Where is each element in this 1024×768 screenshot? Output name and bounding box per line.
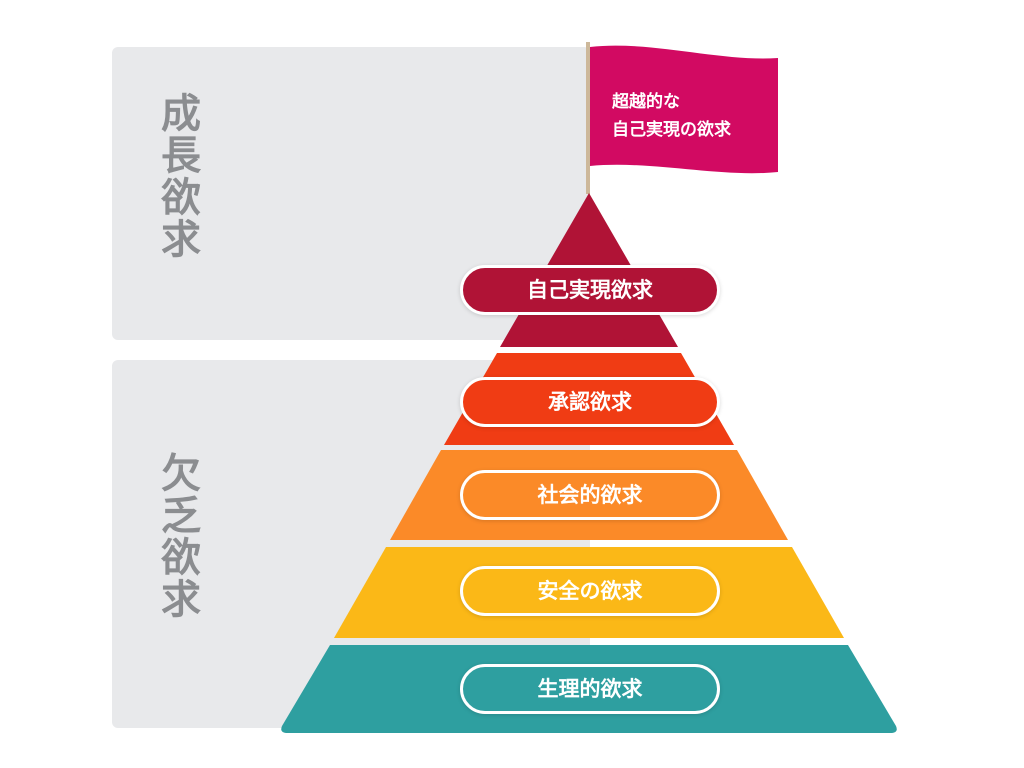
flag [590, 45, 778, 174]
label-physiological: 生理的欲求 [460, 664, 720, 714]
deficiency-needs-label: 欠乏欲求 [154, 452, 200, 620]
label-safety: 安全の欲求 [460, 566, 720, 616]
label-self-actualization: 自己実現欲求 [460, 265, 720, 315]
flag-text-line2: 自己実現の欲求 [612, 120, 731, 140]
flag-text-line1: 超越的な [612, 92, 680, 112]
flag-text: 超越的な 自己実現の欲求 [612, 88, 731, 144]
label-social: 社会的欲求 [460, 470, 720, 520]
flag-pole [586, 42, 590, 194]
label-esteem: 承認欲求 [460, 377, 720, 427]
growth-needs-label: 成長欲求 [154, 92, 200, 260]
